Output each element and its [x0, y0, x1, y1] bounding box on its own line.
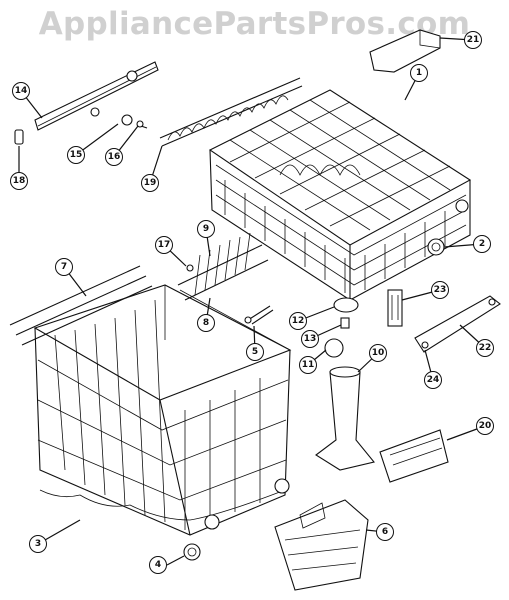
small-parts-15-16-18: [14, 114, 148, 145]
tine-rack-8-9-17: [177, 232, 269, 301]
callout-19: 19: [141, 174, 159, 192]
slide-23: [387, 289, 403, 327]
callout-21: 21: [464, 31, 482, 49]
silverware-tray-20: [379, 429, 449, 483]
callout-16: 16: [105, 148, 123, 166]
callout-4: 4: [149, 556, 167, 574]
callout-14: 14: [12, 82, 30, 100]
rack-rail-14: [34, 61, 159, 131]
callout-3: 3: [29, 535, 47, 553]
callout-22: 22: [476, 339, 494, 357]
rack-clip-21: [369, 29, 441, 73]
tine-row-7: [9, 265, 153, 346]
callout-9: 9: [197, 220, 215, 238]
callout-2: 2: [473, 235, 491, 253]
callout-11: 11: [299, 356, 317, 374]
callout-23: 23: [431, 281, 449, 299]
lower-rack: [33, 284, 292, 536]
callout-8: 8: [197, 314, 215, 332]
watermark-text: AppliancePartsPros.com: [38, 6, 471, 42]
callout-13: 13: [301, 330, 319, 348]
bracket-22: [414, 295, 501, 353]
callout-12: 12: [289, 312, 307, 330]
callout-1: 1: [410, 64, 428, 82]
callout-10: 10: [369, 344, 387, 362]
tine-row-19: [159, 77, 303, 147]
callout-18: 18: [10, 172, 28, 190]
spray-tower: [315, 297, 375, 471]
callout-15: 15: [67, 146, 85, 164]
rack-wheel-upper: [427, 238, 445, 256]
callout-17: 17: [155, 236, 173, 254]
upper-rack: [208, 89, 472, 302]
callout-20: 20: [476, 417, 494, 435]
callout-5: 5: [246, 343, 264, 361]
callout-24: 24: [424, 371, 442, 389]
callout-6: 6: [376, 523, 394, 541]
rack-wheel-lower: [183, 543, 201, 561]
clip-5: [244, 305, 274, 325]
callout-7: 7: [55, 258, 73, 276]
silverware-basket-6: [274, 499, 369, 591]
